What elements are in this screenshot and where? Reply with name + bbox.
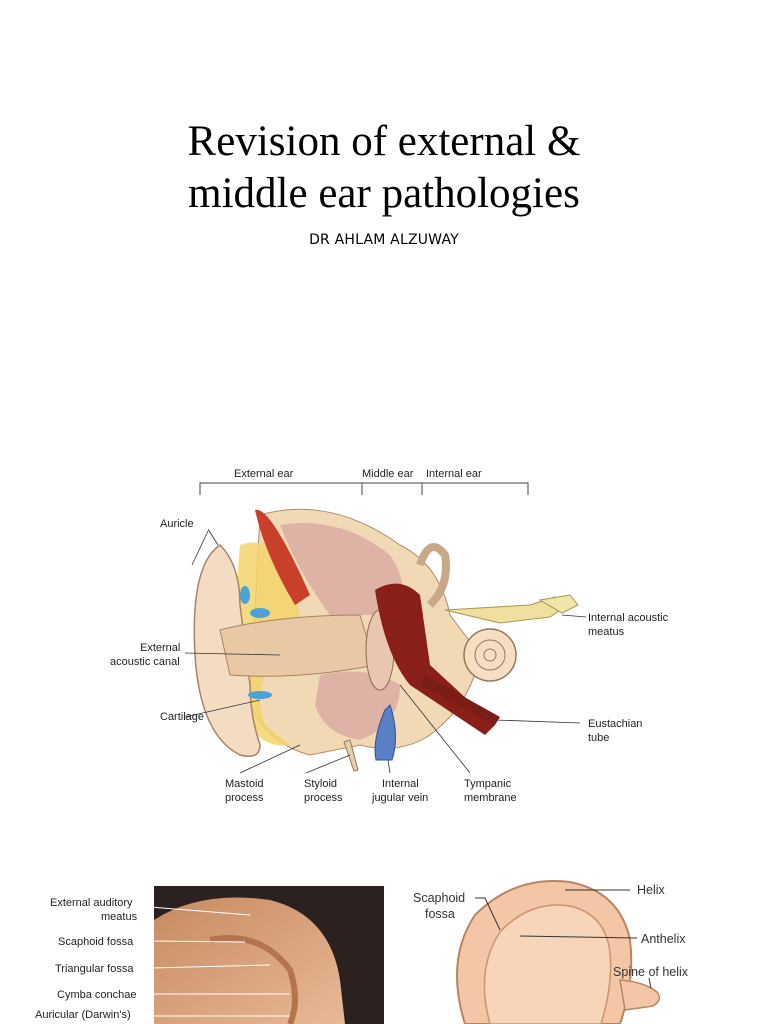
- cochlea-turn: [474, 639, 506, 671]
- label-eustachian-1: Eustachian: [588, 718, 642, 730]
- auricle-figure: Scaphoid fossa Helix Anthelix Spine of h…: [405, 870, 735, 1024]
- label-tympanic-2: membrane: [464, 792, 517, 804]
- label-ext-aud-2: meatus: [101, 911, 138, 923]
- label-mastoid-1: Mastoid: [225, 778, 264, 790]
- vessel-3: [248, 691, 272, 699]
- label-auricle: Auricle: [160, 518, 194, 530]
- styloid: [343, 739, 359, 772]
- ear-anatomy-svg: External ear Middle ear Internal ear: [110, 468, 669, 804]
- ear-photo-svg: External auditory meatus Scaphoid fossa …: [35, 886, 384, 1024]
- label-scaphoid-1: Scaphoid: [413, 891, 465, 905]
- label-external-canal-2: acoustic canal: [110, 656, 180, 668]
- label-ext-aud-1: External auditory: [50, 897, 133, 909]
- cochlea: [463, 628, 517, 682]
- bone-marrow-upper: [280, 523, 404, 615]
- label-jugular-1: Internal: [382, 778, 419, 790]
- label-middle-ear: Middle ear: [362, 468, 414, 480]
- label-cartilage: Cartilage: [160, 711, 204, 723]
- label-eustachian-2: tube: [588, 732, 609, 744]
- semicircular-canals: [416, 543, 450, 608]
- label-jugular-2: jugular vein: [371, 792, 428, 804]
- leader-lines: [184, 528, 587, 774]
- auricle-svg: Scaphoid fossa Helix Anthelix Spine of h…: [413, 880, 689, 1024]
- label-external-ear: External ear: [234, 468, 294, 480]
- label-tympanic-1: Tympanic: [464, 778, 512, 790]
- vessel-2: [250, 608, 270, 618]
- spine-of-helix: [619, 979, 660, 1011]
- ear-photo-fold: [209, 935, 298, 1024]
- ear-anatomy-figure: External ear Middle ear Internal ear: [100, 455, 680, 810]
- eustachian-tube: [420, 675, 500, 725]
- label-internal-ear: Internal ear: [426, 468, 482, 480]
- label-cymba: Cymba conchae: [57, 989, 137, 1001]
- vessel-1: [240, 586, 250, 604]
- label-helix: Helix: [637, 883, 666, 897]
- label-darwin: Auricular (Darwin's): [35, 1009, 131, 1021]
- auricle-inner: [483, 904, 612, 1024]
- label-triangular: Triangular fossa: [55, 963, 134, 975]
- label-mastoid-2: process: [225, 792, 264, 804]
- slide-author: DR AHLAM ALZUWAY: [309, 232, 459, 248]
- muscle: [255, 509, 310, 605]
- slide-title: Revision of external & middle ear pathol…: [0, 116, 768, 220]
- ear-photo-figure: External auditory meatus Scaphoid fossa …: [0, 880, 390, 1024]
- label-scaphoid-2: fossa: [425, 907, 455, 921]
- auricle-leaders: [475, 889, 652, 989]
- label-int-acoustic-2: meatus: [588, 626, 625, 638]
- section-bracket: [199, 482, 529, 495]
- jugular-vein: [374, 704, 396, 761]
- title-line-2: middle ear pathologies: [188, 170, 580, 217]
- nerve-end: [538, 594, 579, 614]
- label-anthelix: Anthelix: [641, 932, 686, 946]
- middle-ear-cavity: [375, 583, 495, 735]
- cochlea-inner-turn: [483, 648, 497, 662]
- label-scaphoid: Scaphoid fossa: [58, 936, 134, 948]
- label-external-canal-1: External: [140, 642, 180, 654]
- photo-leaders: [149, 906, 290, 1017]
- title-line-1: Revision of external &: [187, 118, 581, 165]
- label-styloid-2: process: [304, 792, 343, 804]
- label-spine: Spine of helix: [613, 965, 689, 979]
- label-int-acoustic-1: Internal acoustic: [588, 612, 669, 624]
- label-styloid-1: Styloid: [304, 778, 337, 790]
